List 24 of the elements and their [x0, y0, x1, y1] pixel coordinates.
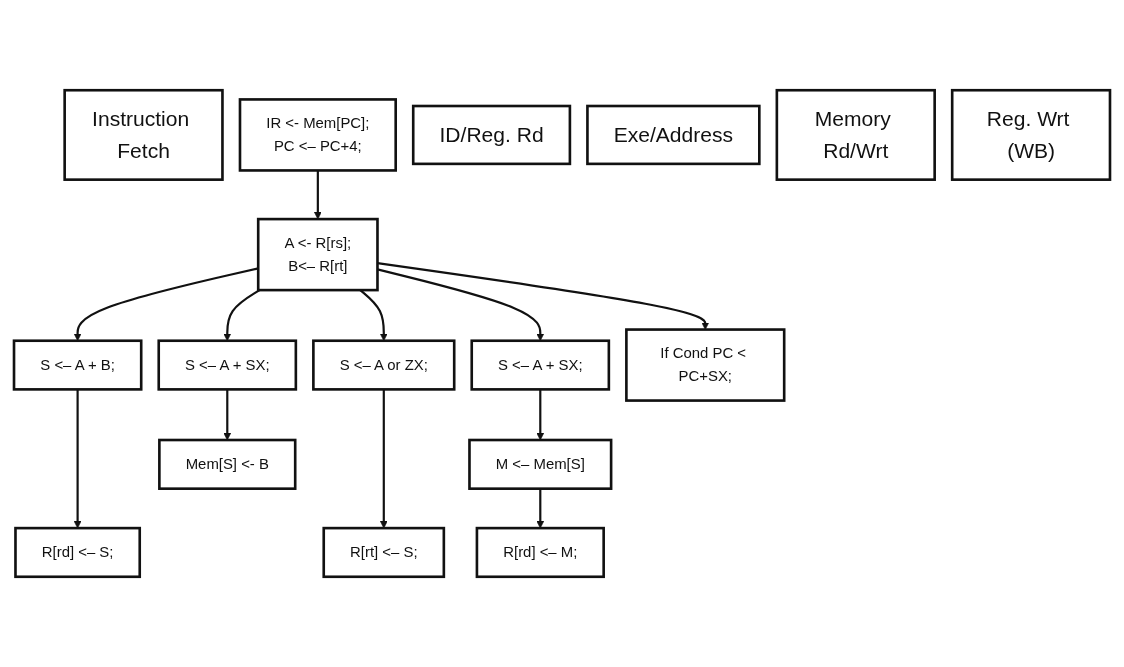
node-box: A <- R[rs]; B<– R[rt]: [256, 217, 379, 292]
node-box: S <– A + SX;: [157, 339, 298, 391]
arrow: [73, 389, 82, 529]
node-box: R[rd] <– S;: [14, 526, 142, 579]
node-box: S <– A + B;: [12, 339, 143, 391]
node-box: If Cond PC < PC+SX;: [625, 328, 786, 402]
node-box: S <– A or ZX;: [312, 339, 456, 391]
node-box: M <– Mem[S]: [468, 438, 613, 490]
node-box: Instruction Fetch: [63, 88, 224, 181]
node-box: Memory Rd/Wrt: [775, 88, 936, 181]
arrow: [223, 389, 232, 441]
arrow: [536, 488, 545, 529]
node-box: R[rd] <– M;: [475, 526, 605, 579]
arrow: [377, 262, 710, 330]
node-box: S <– A + SX;: [470, 339, 611, 391]
node-box: Exe/Address: [586, 104, 761, 166]
arrow: [536, 389, 545, 441]
node-box: Mem[S] <- B: [158, 438, 297, 490]
node-box: Reg. Wrt (WB): [950, 88, 1112, 181]
arrow: [379, 389, 388, 529]
node-box: R[rt] <– S;: [322, 526, 446, 579]
arrow: [314, 170, 322, 220]
node-box: ID/Reg. Rd: [411, 104, 572, 166]
node-box: IR <- Mem[PC]; PC <– PC+4;: [238, 98, 397, 172]
